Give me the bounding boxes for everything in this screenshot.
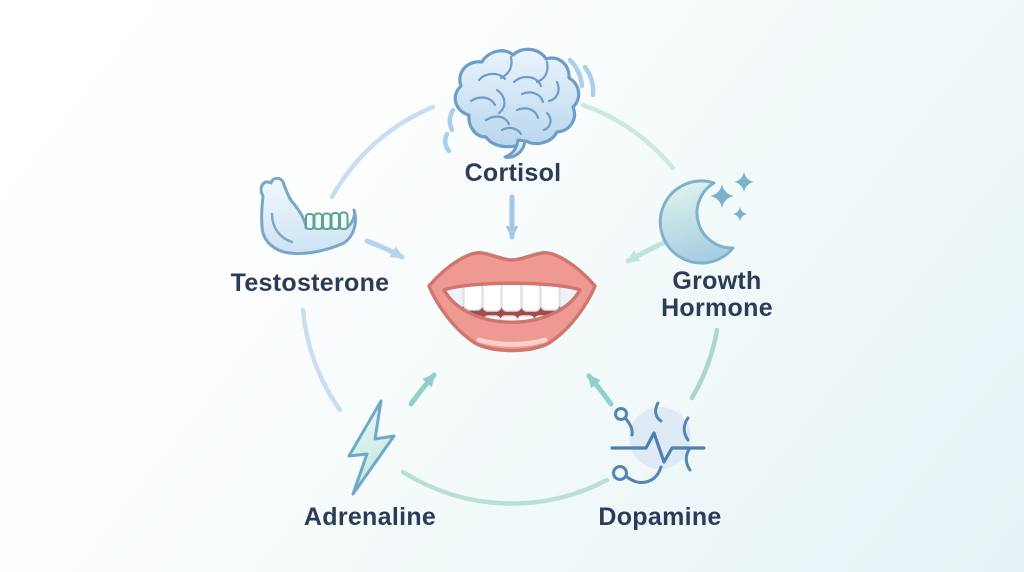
arrows-to-center	[364, 194, 670, 407]
neuron-branches	[612, 401, 692, 484]
brain-stem	[503, 138, 527, 159]
circle-arc-bottom	[400, 469, 610, 506]
brain-gyri-lines	[469, 55, 560, 136]
neuron-pulse-icon	[610, 401, 706, 484]
jawbone-inner-line	[270, 212, 294, 244]
jawbone-teeth	[305, 211, 349, 230]
jawbone-icon	[259, 176, 358, 256]
circle-arc-right	[689, 327, 720, 401]
brain-outline	[453, 47, 581, 149]
connection-circle	[300, 102, 720, 506]
pulse-line	[610, 431, 706, 464]
arrow-adrenaline-to-smile	[408, 372, 437, 407]
lips	[427, 251, 597, 353]
crescent-moon	[658, 179, 735, 265]
star-icon	[734, 172, 754, 192]
star-icon	[733, 207, 747, 221]
brain-shake-marks	[443, 57, 596, 154]
circle-arc-top-right	[580, 102, 676, 171]
moon-stars-icon	[658, 172, 754, 265]
lightning-bolt-icon	[347, 399, 396, 496]
star-sparkles	[710, 172, 754, 221]
arrow-dopamine-to-smile	[586, 373, 614, 407]
star-icon	[710, 184, 734, 208]
label-growth-hormone: Growth Hormone	[661, 267, 773, 322]
arrow-growth-hormone-to-smile	[625, 238, 670, 264]
label-dopamine: Dopamine	[598, 503, 722, 531]
label-adrenaline: Adrenaline	[303, 503, 437, 531]
smiling-mouth-illustration	[427, 251, 597, 353]
brain-icon	[443, 47, 596, 159]
circle-arc-left	[300, 307, 343, 413]
lightning-bolt-shape	[347, 399, 396, 496]
label-cortisol: Cortisol	[464, 159, 562, 187]
arrow-testosterone-to-smile	[364, 238, 405, 260]
lower-lip-highlight	[476, 337, 548, 347]
jawbone-body	[259, 176, 358, 256]
circle-arc-top-left	[329, 104, 436, 200]
label-testosterone: Testosterone	[230, 269, 390, 297]
neuron-background-blob	[629, 407, 691, 469]
